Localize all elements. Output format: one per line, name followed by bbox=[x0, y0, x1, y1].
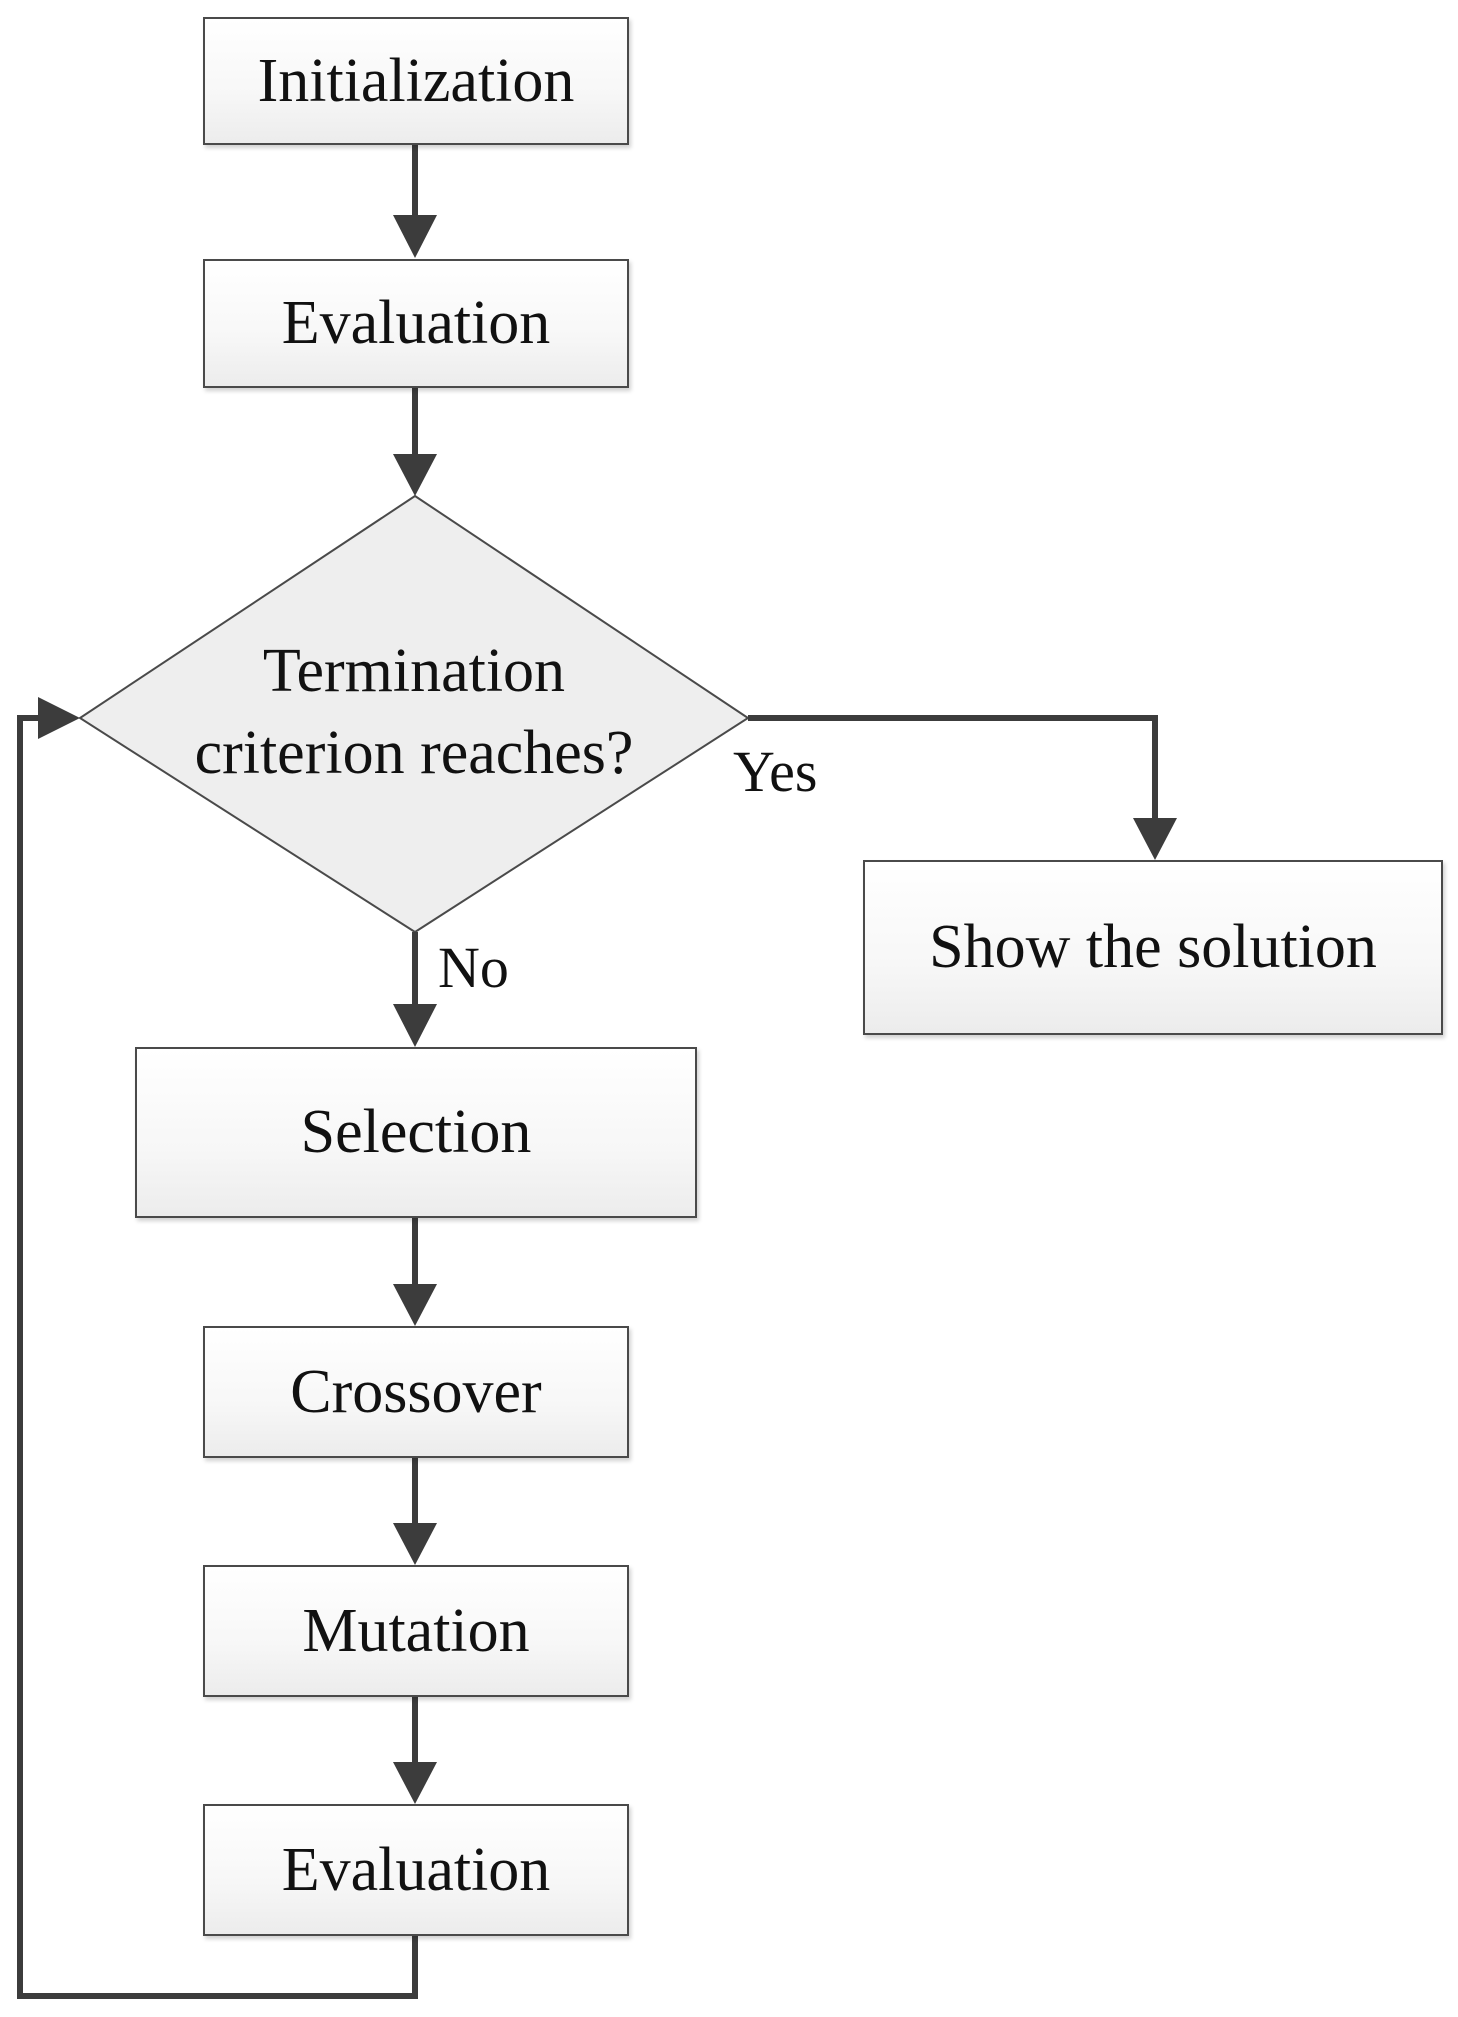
arrow-eval-to-decision bbox=[393, 388, 437, 496]
arrow-yes-to-solution bbox=[748, 715, 1177, 860]
arrow-init-to-eval bbox=[393, 145, 437, 258]
arrow-mutation-to-eval bbox=[393, 1697, 437, 1804]
show-solution-box: Show the solution bbox=[863, 860, 1443, 1035]
mutation-box: Mutation bbox=[203, 1565, 629, 1697]
evaluation-box-top: Evaluation bbox=[203, 259, 629, 388]
mutation-label: Mutation bbox=[302, 1596, 530, 1665]
decision-label: Termination criterion reaches? bbox=[80, 630, 748, 794]
decision-label-line2: criterion reaches? bbox=[194, 719, 634, 787]
crossover-box: Crossover bbox=[203, 1326, 629, 1458]
arrow-no-to-selection bbox=[393, 932, 437, 1047]
arrow-crossover-to-mutation bbox=[393, 1458, 437, 1565]
no-label: No bbox=[438, 935, 509, 1000]
show-solution-label: Show the solution bbox=[929, 913, 1377, 981]
initialization-label: Initialization bbox=[257, 46, 575, 115]
crossover-label: Crossover bbox=[290, 1357, 542, 1426]
arrow-selection-to-crossover bbox=[393, 1218, 437, 1326]
initialization-box: Initialization bbox=[203, 17, 629, 145]
arrow-loop-back-to-decision bbox=[17, 697, 418, 1999]
evaluation-label-top: Evaluation bbox=[281, 289, 551, 357]
selection-box: Selection bbox=[135, 1047, 697, 1218]
evaluation-box-bottom: Evaluation bbox=[203, 1804, 629, 1936]
yes-label: Yes bbox=[733, 739, 818, 804]
decision-label-line1: Termination bbox=[262, 637, 566, 705]
evaluation-label-bottom: Evaluation bbox=[281, 1835, 551, 1904]
selection-label: Selection bbox=[300, 1098, 532, 1166]
